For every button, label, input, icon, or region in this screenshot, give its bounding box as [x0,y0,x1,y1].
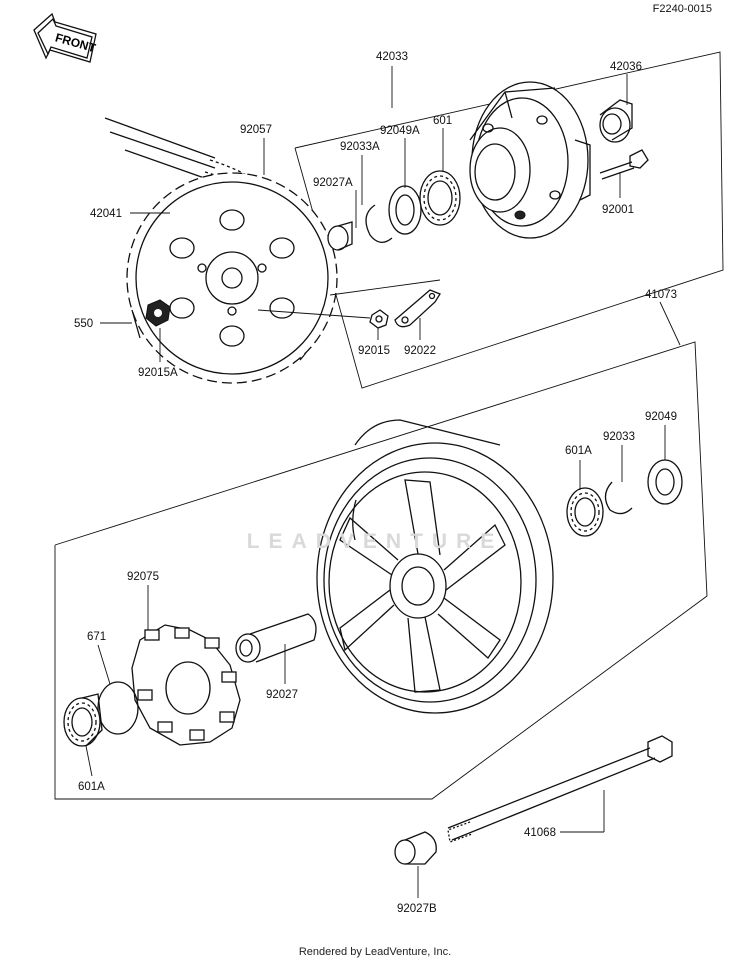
label-42036: 42036 [610,61,642,73]
nut-92015 [369,309,389,329]
diagram-code: F2240-0015 [652,3,712,15]
label-92001: 92001 [602,204,634,216]
label-92033A: 92033A [340,141,380,153]
label-42033: 42033 [376,51,408,63]
collar-42036 [599,99,633,143]
label-92033: 92033 [603,431,635,443]
footer-credit: Rendered by LeadVenture, Inc. [298,946,452,958]
label-671: 671 [87,631,106,643]
oil-seal-92049 [647,459,683,505]
spacer-92027A [327,221,353,251]
label-550: 550 [74,318,93,330]
oil-seal-92049A [388,185,422,235]
spacer-92027 [235,613,317,663]
label-92027A: 92027A [313,177,353,189]
bolt-92001 [599,149,649,180]
label-42041: 42041 [90,208,122,220]
watermark: LEADVENTURE [246,530,504,553]
leader-lines [85,66,681,898]
label-92022: 92022 [404,345,436,357]
label-601-top: 601 [433,115,452,127]
rear-wheel [316,419,554,714]
label-92027B: 92027B [397,903,437,915]
cotter-pin [131,309,141,339]
label-92049: 92049 [645,411,677,423]
bearing-601A-left [63,693,103,747]
label-41073: 41073 [645,289,677,301]
label-92049A: 92049A [380,125,420,137]
wheel-damper-92075 [131,624,241,746]
collar-92027B [394,831,437,865]
circlip-92033 [604,481,633,515]
o-ring-671 [97,681,139,735]
bracket-92022 [394,289,441,328]
label-41068: 41068 [524,827,556,839]
label-92015: 92015 [358,345,390,357]
upper-group-outline [294,51,724,389]
rear-sprocket [126,172,338,384]
lower-group-outline [54,341,708,800]
axle-41068 [447,735,673,843]
bearing-601A-right [566,487,604,537]
label-601A-left: 601A [78,781,105,793]
label-92027: 92027 [266,689,298,701]
label-601A-right: 601A [565,445,592,457]
label-92075: 92075 [127,571,159,583]
label-92015A: 92015A [138,367,178,379]
sprocket-nut [145,299,171,327]
bearing-601 [419,170,461,226]
label-92057: 92057 [240,124,272,136]
sprocket-hub-carrier [469,81,591,239]
circlip-92033A [365,204,393,243]
front-arrow-icon: FRONT [33,12,98,63]
